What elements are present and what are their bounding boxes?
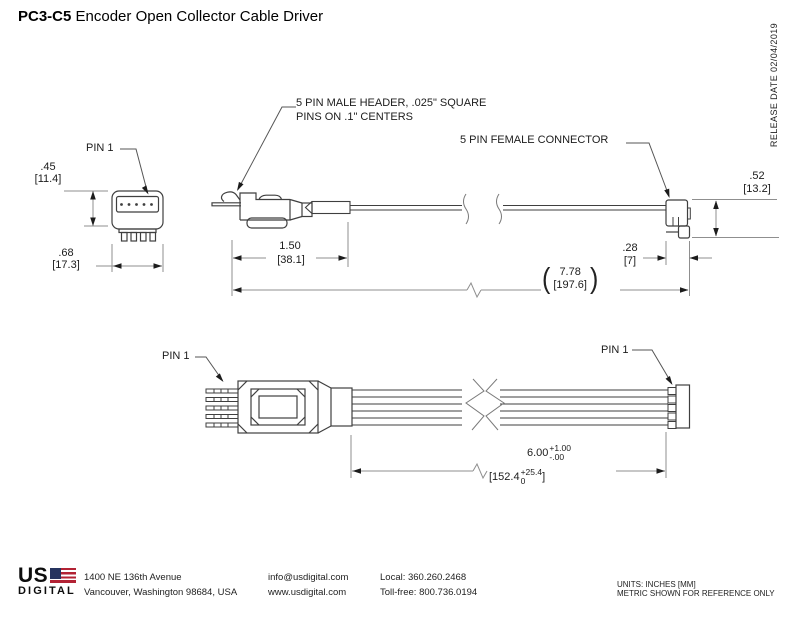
female-connector-callout: 5 PIN FEMALE CONNECTOR [460,134,609,146]
cable-length-in-tolerance: +1.00 -.00 [549,444,571,462]
cable-break-right [496,193,502,225]
dim-cable-length-in: 6.00 [527,447,549,459]
flag-bottom-stripe [50,580,77,583]
ribbon-break-left [465,378,485,431]
ribbon-break-right [485,378,505,431]
dimension-lines [64,190,779,480]
dim-overall-length-in: 7.78 [559,266,581,278]
phone-tollfree: Toll-free: 800.736.0194 [380,587,478,598]
footer-web: info@usdigital.com www.usdigital.com [268,570,348,600]
us-flag-icon [50,568,77,583]
part-number: PC3-C5 [18,8,72,25]
header-body [237,380,353,434]
female-connector-side-view [665,199,691,239]
pin-dots [120,203,153,206]
overall-length-values: 7.78 [197.6] [553,266,587,292]
dim-height-in: .45 [40,161,56,173]
part-description: Encoder Open Collector Cable Driver [71,8,324,25]
logo-digital-text: DIGITAL [18,585,76,597]
cable-tol-plus: +1.00 [549,443,571,453]
pin1-label-cable-left: PIN 1 [162,350,190,362]
dim-connector-height-mm: [13.2] [743,183,771,195]
male-header-top-view [205,380,353,434]
cable-length-mm-tolerance: +25.4 0 [521,468,543,486]
units-line1: UNITS: INCHES [MM] [617,580,696,589]
footer-units-note: UNITS: INCHES [MM] METRIC SHOWN FOR REFE… [617,580,775,598]
release-date: RELEASE DATE 02/04/2019 [769,22,779,148]
logo-top-row: US [18,564,77,587]
dim-cable-length-mm-close: ] [542,471,546,483]
dim-overall-length-mm: [197.6] [553,279,587,291]
dim-connector-depth-mm: [7] [623,255,637,267]
cable-side-view [350,193,666,225]
page-title: PC3-C5 Encoder Open Collector Cable Driv… [18,8,323,25]
male-header-callout-line2: PINS ON .1" CENTERS [296,111,413,123]
flag-canton [50,568,62,579]
paren-open: ( [542,262,551,295]
email-link[interactable]: info@usdigital.com [268,572,349,583]
front-view-male-connector [111,190,164,242]
footer-address: 1400 NE 136th Avenue Vancouver, Washingt… [84,570,237,600]
dim-header-length-in: 1.50 [279,240,301,252]
dim-width-in: .68 [58,247,74,259]
address-line2: Vancouver, Washington 98684, USA [84,587,238,598]
paren-close: ) [589,262,599,295]
cable-mm-tol-plus: +25.4 [520,467,543,477]
leader-arrows [141,181,673,385]
female-connector-top-view [667,384,691,429]
dim-cable-length-mm-open: [152.4 [489,471,520,483]
male-header-side-view [211,191,351,229]
dim-cable-length-in-group: 6.00 +1.00 -.00 [527,444,571,462]
phone-local: Local: 360.260.2468 [380,572,467,583]
flag-stripes [61,568,77,579]
dim-header-length-mm: [38.1] [266,254,316,266]
logo-us-text: US [18,564,49,587]
cable-tol-minus: -.00 [549,452,565,462]
dim-overall-length: ( 7.78 [197.6] ) [542,262,599,295]
ribbon-cable-top-view [352,378,668,431]
cable-mm-tol-minus: 0 [520,476,526,486]
cable-break-left [463,193,469,225]
male-header-callout-line1: 5 PIN MALE HEADER, .025" SQUARE [296,97,487,109]
units-line2: METRIC SHOWN FOR REFERENCE ONLY [617,589,775,598]
male-header-callout: 5 PIN MALE HEADER, .025" SQUARE PINS ON … [296,96,486,124]
dim-connector-height-in: .52 [749,170,765,182]
us-digital-logo: US DIGITAL [18,564,77,597]
pin1-label-cable-right: PIN 1 [601,344,629,356]
footer-phones: Local: 360.260.2468 Toll-free: 800.736.0… [380,570,477,600]
website-link[interactable]: www.usdigital.com [268,587,347,598]
header-pins [205,388,239,428]
dim-width-mm: [17.3] [52,259,80,271]
address-line1: 1400 NE 136th Avenue [84,572,182,583]
dim-height-mm: [11.4] [34,173,62,185]
dim-cable-length-mm-group: [152.4 +25.4 0 ] [489,468,545,486]
pin1-label-front: PIN 1 [86,142,114,154]
leader-lines [120,106,672,384]
dimension-arrows [90,191,719,474]
dim-connector-depth-in: .28 [622,242,638,254]
